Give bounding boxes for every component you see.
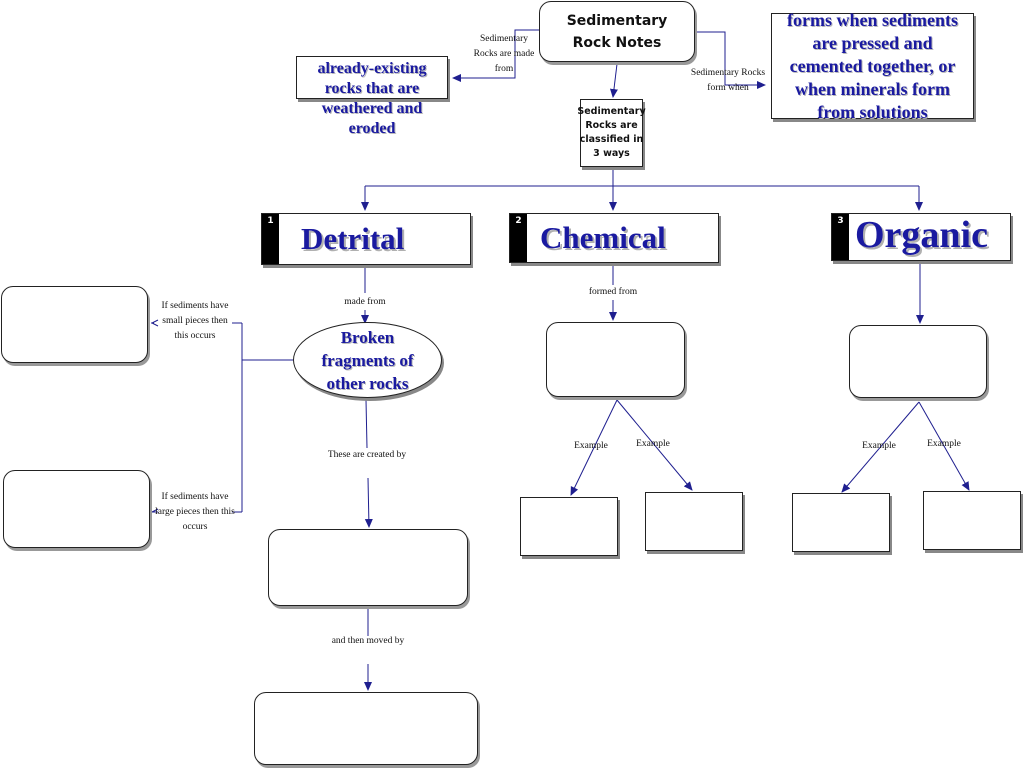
node-broken-fragments: Broken fragments of other rocks — [293, 322, 442, 398]
empty-box-chemical-formed-from — [546, 322, 685, 397]
empty-box-chemical-example-2 — [645, 492, 743, 551]
link-label-organic-example-right: Example — [927, 439, 961, 449]
node-already-existing-rocks: already-existing rocks that are weathere… — [296, 56, 448, 137]
node-forms-when: forms when sediments are pressed and cem… — [771, 10, 974, 122]
category-organic: 3 Organic — [831, 213, 1011, 261]
link-label-chemical-example-left: Example — [574, 441, 608, 451]
empty-box-organic-example-1 — [792, 493, 890, 552]
category-number: 1 — [262, 214, 279, 264]
node-classified-three-ways: Sedimentary Rocks are classified in 3 wa… — [577, 99, 646, 167]
empty-box-organic-source — [849, 325, 987, 398]
link-label-created-by: These are created by — [327, 450, 407, 460]
link-label-chemical-example-right: Example — [636, 439, 670, 449]
category-detrital: 1 Detrital — [261, 213, 471, 265]
empty-box-organic-example-2 — [923, 491, 1021, 550]
category-label: Organic — [855, 214, 988, 256]
link-label-moved-by: and then moved by — [331, 636, 405, 646]
empty-box-moved-by — [254, 692, 478, 765]
link-label-small-pieces: If sediments have small pieces then this… — [161, 301, 229, 341]
category-number: 3 — [832, 214, 849, 260]
empty-box-chemical-example-1 — [520, 497, 618, 556]
link-label-made-from: Sedimentary Rocks are made from — [473, 34, 535, 74]
empty-box-small-pieces — [1, 286, 148, 363]
link-label-organic-example-left: Example — [862, 441, 896, 451]
link-label-large-pieces: If sediments have large pieces then this… — [155, 492, 235, 532]
root-node-sedimentary-rock-notes: Sedimentary Rock Notes — [539, 1, 695, 62]
category-chemical: 2 Chemical — [509, 213, 719, 263]
category-label: Detrital — [301, 221, 405, 256]
link-label-formed-from: formed from — [588, 287, 638, 297]
link-label-form-when: Sedimentary Rocks form when — [690, 68, 766, 93]
category-label: Chemical — [540, 220, 666, 255]
empty-box-large-pieces — [3, 470, 150, 548]
category-number: 2 — [510, 214, 527, 262]
link-label-detrital-made-from: made from — [344, 297, 386, 307]
empty-box-created-by — [268, 529, 468, 606]
